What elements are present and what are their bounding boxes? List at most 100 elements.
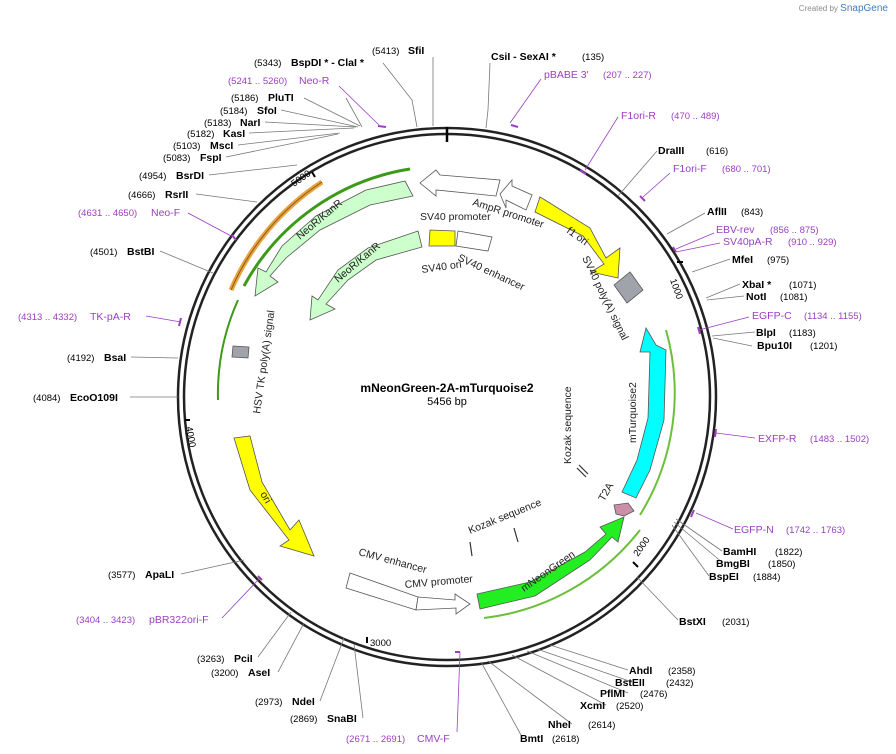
primer-range-egfp-n: (1742 .. 1763) xyxy=(786,525,845,536)
site-pflmi: PflMI xyxy=(600,688,625,700)
site-pos-sfii: (5413) xyxy=(372,46,399,57)
mturquoise2-label: mTurquoise2 xyxy=(627,382,639,443)
site-pos-bsteii: (2432) xyxy=(666,678,693,689)
hsv-tk-polya-label: HSV TK poly(A) signal xyxy=(251,309,277,414)
site-aflii: AflII xyxy=(707,206,727,218)
tick-2000: 2000 xyxy=(631,535,652,559)
primer-f1ori-r: F1ori-R xyxy=(621,110,656,122)
neokanr-lower-arc xyxy=(216,299,239,401)
site-bpu10i: Bpu10I xyxy=(757,340,792,352)
primer-range-pbabe3: (207 .. 227) xyxy=(603,70,652,81)
primer-pbabe3: pBABE 3' xyxy=(544,69,589,81)
site-pos-csii-sexai: (135) xyxy=(582,52,604,63)
site-pos-ndei: (2973) xyxy=(255,697,282,708)
site-ndei: NdeI xyxy=(292,696,315,708)
mturquoise2-arrow xyxy=(621,326,667,499)
site-pos-bstxi: (2031) xyxy=(722,617,749,628)
sv40-enhancer-box xyxy=(455,230,493,252)
mneongreen-arrow xyxy=(476,516,625,610)
sv40-ori-box xyxy=(428,229,456,247)
site-bmti: BmtI xyxy=(520,733,543,745)
t2a-label: T2A xyxy=(596,481,616,504)
primer-labels: (5241 .. 5260) Neo-R pBABE 3' (207 .. 22… xyxy=(18,69,869,745)
site-pos-bamhi: (1822) xyxy=(775,547,802,558)
site-pos-bspei: (1884) xyxy=(753,572,780,583)
primer-range-exfp-r: (1483 .. 1502) xyxy=(810,434,869,445)
site-bamhi: BamHI xyxy=(723,546,756,558)
site-csii-sexai: CsiI - SexAI * xyxy=(491,51,557,63)
primer-neo-r: Neo-R xyxy=(299,75,330,87)
site-rsrii: RsrII xyxy=(165,189,188,201)
plasmid-size: 5456 bp xyxy=(427,396,467,408)
primer-egfp-n: EGFP-N xyxy=(734,524,774,536)
kozak-mark-2 xyxy=(469,541,473,557)
primer-egfp-c: EGFP-C xyxy=(752,310,792,322)
site-pos-bmgbi: (1850) xyxy=(768,559,795,570)
ori-label: ori xyxy=(257,490,273,506)
mturquoise2-strand-arc xyxy=(639,329,676,516)
site-pos-msci: (5103) xyxy=(173,141,200,152)
site-pluti: PluTI xyxy=(268,92,294,104)
site-draiii: DraIII xyxy=(658,145,684,157)
site-pos-nhei: (2614) xyxy=(588,720,615,731)
site-pos-asei: (3200) xyxy=(211,668,238,679)
cmv-enhancer-label: CMV enhancer xyxy=(357,546,428,576)
site-pos-bsai: (4192) xyxy=(67,353,94,364)
primer-tk-pa-r: TK-pA-R xyxy=(90,311,131,323)
restriction-site-labels: (5413) SfiI (5343) BspDI * - ClaI * (518… xyxy=(33,45,837,745)
site-pos-sfoi: (5184) xyxy=(220,106,247,117)
site-mfei: MfeI xyxy=(732,254,753,266)
primer-range-ebv-rev: (856 .. 875) xyxy=(770,225,819,236)
snapgene-logo: SnapGene xyxy=(840,3,888,14)
sv40-polya-box xyxy=(613,271,644,304)
site-bsteii: BstEII xyxy=(615,677,645,689)
primer-cmv-f: CMV-F xyxy=(417,733,450,745)
site-pos-noti: (1081) xyxy=(780,292,807,303)
kozak-mark-1 xyxy=(578,464,589,475)
site-sfoi: SfoI xyxy=(257,105,277,117)
snapgene-watermark: Created by SnapGene xyxy=(799,3,888,14)
primer-range-sv40pa-r: (910 .. 929) xyxy=(788,237,837,248)
site-sfii: SfiI xyxy=(408,45,424,57)
site-pos-ecoo109i: (4084) xyxy=(33,393,60,404)
tick-3000: 3000 xyxy=(370,638,391,649)
site-bsai: BsaI xyxy=(104,352,126,364)
site-pos-pcii: (3263) xyxy=(197,654,224,665)
primer-range-f1ori-r: (470 .. 489) xyxy=(671,111,720,122)
site-pos-bpu10i: (1201) xyxy=(810,341,837,352)
primer-neo-f: Neo-F xyxy=(151,207,180,219)
site-pos-xbai: (1071) xyxy=(789,280,816,291)
site-pos-draiii: (616) xyxy=(706,146,728,157)
site-pos-fspi: (5083) xyxy=(163,153,190,164)
site-ecoo109i: EcoO109I xyxy=(70,392,118,404)
site-xbai: XbaI * xyxy=(742,279,772,291)
sv40-promoter-label: SV40 promoter xyxy=(420,211,491,223)
site-pos-apali: (3577) xyxy=(108,570,135,581)
site-blpi: BlpI xyxy=(756,327,776,339)
t2a-box xyxy=(613,502,635,517)
site-ahdi: AhdI xyxy=(629,665,652,677)
plasmid-name: mNeonGreen-2A-mTurquoise2 xyxy=(360,381,533,395)
primer-marks xyxy=(178,124,717,653)
primer-range-egfp-c: (1134 .. 1155) xyxy=(804,311,862,322)
site-pos-nari: (5183) xyxy=(204,118,231,129)
site-pos-pflmi: (2476) xyxy=(640,689,667,700)
f1-ori-arrow xyxy=(534,196,621,279)
neokanr-outer-arrow xyxy=(254,180,414,297)
primer-exfp-r: EXFP-R xyxy=(758,433,797,445)
site-msci: MscI xyxy=(210,140,233,152)
site-kasi: KasI xyxy=(223,128,245,140)
site-pos-bstbi: (4501) xyxy=(90,247,117,258)
neokanr-inner-label: NeoR/KanR xyxy=(332,240,383,285)
sv40-enhancer-label: SV40 enhancer xyxy=(456,252,527,294)
cmv-promoter-label: CMV promoter xyxy=(404,573,474,591)
primer-range-cmv-f: (2671 .. 2691) xyxy=(346,734,405,745)
primer-range-f1ori-f: (680 .. 701) xyxy=(722,164,771,175)
hsv-tk-polya-box xyxy=(231,345,250,359)
site-pos-ahdi: (2358) xyxy=(668,666,695,677)
site-xcmi: XcmI xyxy=(580,700,605,712)
primer-range-neo-f: (4631 .. 4650) xyxy=(78,208,137,219)
site-bsrdi: BsrDI xyxy=(176,170,204,182)
site-pos-pluti: (5186) xyxy=(231,93,258,104)
